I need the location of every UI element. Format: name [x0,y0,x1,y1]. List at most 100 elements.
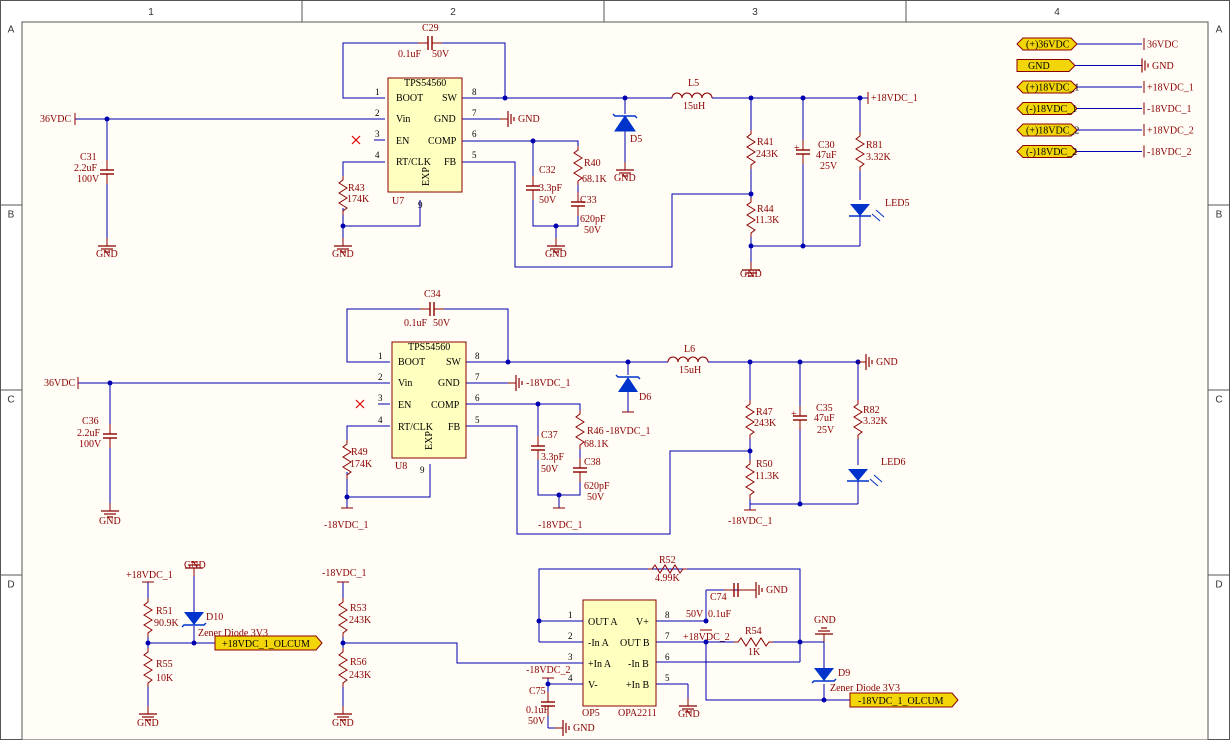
no-connect-marker [351,135,361,145]
c35-voltage: 25V [817,425,835,436]
op5-pin1-num: 1 [568,610,573,620]
d10-desc: Zener Diode 3V3 [198,628,268,639]
gnd-label: GND [518,114,540,125]
net-name: +18VDC_2 [1147,126,1194,137]
c36-value: 2.2uF [77,428,101,439]
c35-value: 47uF [814,413,835,424]
net-name: -18VDC_1 [1147,104,1191,115]
c38-voltage: 50V [587,492,605,503]
port-shape [1016,145,1078,158]
gnd-label: GND [96,249,118,260]
u7-pin8-num: 8 [472,87,477,97]
port-shape [1016,80,1078,94]
u7-pin2-num: 2 [375,108,380,118]
port-label: (-)18VDC_2 [1026,147,1077,158]
power-port-row: (-)18VDC_2-18VDC_2 [1016,145,1191,158]
u7-pin-rtclk: RT/CLK [396,157,432,168]
u8-pin1-num: 1 [378,351,383,361]
neg-olcum-port [849,692,959,708]
u7-exp-label: EXP [421,167,432,186]
r49-value: 174K [350,459,373,470]
r56-value: 243K [349,670,372,681]
r56-ref: R56 [350,657,367,668]
row-label-right: D [1215,580,1222,591]
u8-pin8-num: 8 [475,351,480,361]
c38-value: 620pF [584,481,610,492]
d5-ref: D5 [630,134,642,145]
r43-ref: R43 [348,183,365,194]
u7-pin9-num: 9 [418,200,423,210]
r81-value: 3.32K [866,152,892,163]
port-label: (+)18VDC_1 [1026,83,1079,94]
r81-ref: R81 [866,140,883,151]
c37-value: 3.3pF [541,452,565,463]
no-connect-marker [355,399,365,409]
c74-voltage: 50V [686,609,704,620]
u7-pin5-num: 5 [472,150,477,160]
c38-ref: C38 [584,457,601,468]
r55-value: 10K [156,673,174,684]
pos-olcum-label: +18VDC_1_OLCUM [222,639,310,650]
u7-pin-vin: Vin [396,114,410,125]
c34-value: 0.1uF [404,318,428,329]
u7-pin-en: EN [396,136,409,147]
l6-value: 15uH [679,365,701,376]
net-name: 36VDC [1147,40,1178,51]
u8-exp-label: EXP [424,431,435,450]
c75-value: 0.1uF [526,705,550,716]
c30-value: 47uF [816,150,837,161]
output-net-label: +18VDC_1 [871,93,918,104]
r40-ref: R40 [584,158,601,169]
u8-pin-en: EN [398,400,411,411]
r50-value: 11.3K [755,471,780,482]
c30-voltage: 25V [820,161,838,172]
c30-ref: C30 [818,140,835,151]
c75-voltage: 50V [528,716,546,727]
u7-pin6-num: 6 [472,129,477,139]
led5-symbol [849,204,885,222]
c29-ref: C29 [422,23,439,34]
c36-voltage: 100V [79,439,102,450]
c32-ref: C32 [539,165,556,176]
d9-desc: Zener Diode 3V3 [830,683,900,694]
port-shape [1016,123,1078,137]
op5-pin-outb: OUT B [620,638,650,649]
r55-ref: R55 [156,659,173,670]
d10-ref: D10 [206,612,223,623]
l5-ref: L5 [688,78,699,89]
r52-ref: R52 [659,555,676,566]
gnd-label: GND [99,516,121,527]
gnd-label: GND [184,560,206,571]
buck-converter-1: 36VDC C29 0.1uF 50V C31 2.2uF 100V GND T… [40,23,918,280]
vneg-label: -18VDC_2 [526,665,570,676]
u8-pin-sw: SW [446,357,462,368]
diode-d5 [612,113,638,132]
r43-value: 174K [347,194,370,205]
u8-pin-rtclk: RT/CLK [398,422,434,433]
r41-value: 243K [756,149,779,160]
r46-ref: R46 [587,426,604,437]
pos-olcum-port [214,635,323,651]
u7-pin-comp: COMP [428,136,457,147]
r53-ref: R53 [350,603,367,614]
column-label: 2 [450,7,456,18]
column-label: 4 [1054,7,1060,18]
vpos-label: +18VDC_2 [683,632,730,643]
power-port-row: (-)18VDC_1-18VDC_1 [1016,102,1191,115]
d6-ref: D6 [639,392,651,403]
d9-ref: D9 [838,668,850,679]
gnd-label: GND [678,709,700,720]
r47-ref: R47 [756,407,773,418]
gnd-label: GND [573,723,595,734]
u8-pin7-num: 7 [475,372,480,382]
u7-pin7-num: 7 [472,108,477,118]
row-label-left: B [8,210,15,221]
row-label-left: A [8,25,15,36]
c32-value: 3.3pF [539,183,563,194]
r51-value: 90.9K [154,618,180,629]
r53-value: 243K [349,615,372,626]
buck-converter-2: 36VDC C34 0.1uF 50V C36 2.2uF 100V GND T… [44,289,905,535]
